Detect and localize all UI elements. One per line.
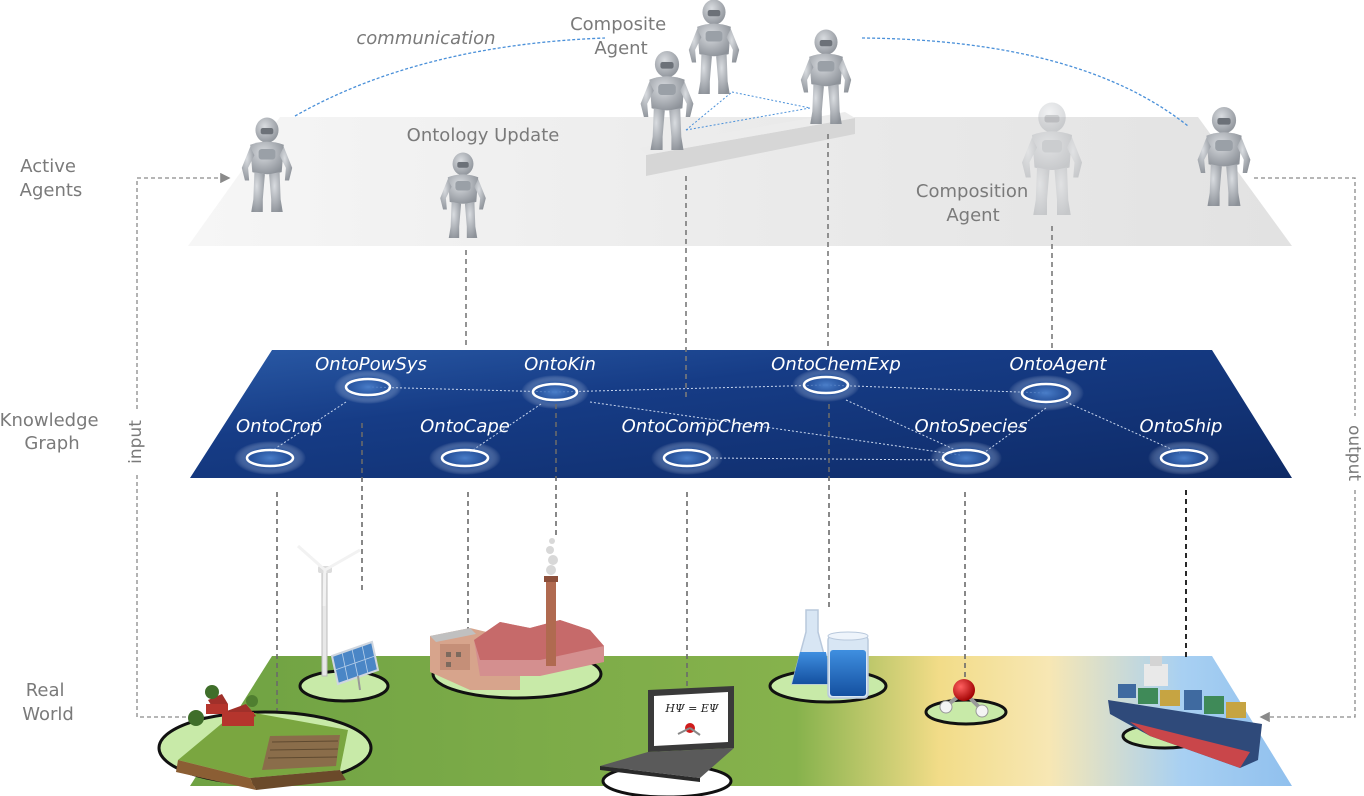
ontology-label-ontoagent: OntoAgent (1010, 354, 1108, 375)
factory-icon (430, 538, 604, 690)
robot-icon (688, 0, 740, 95)
cargo-ship-icon (1108, 656, 1262, 768)
input-label: input (126, 420, 146, 464)
ontology-label-ontocrop: OntoCrop (236, 416, 322, 437)
layer-label-line: Active (20, 156, 76, 177)
agent-kg-connectors (465, 134, 1053, 400)
schrodinger-equation: HΨ = EΨ (664, 702, 718, 715)
ontology-label-ontocape: OntoCape (420, 416, 510, 437)
ontology-label-ontospecies: OntoSpecies (915, 416, 1028, 437)
ontology-label-ontoship: OntoShip (1140, 416, 1223, 437)
ontology-node[interactable] (1008, 375, 1084, 411)
ontology-node[interactable] (651, 441, 723, 475)
kg-world-connectors (276, 404, 966, 730)
ontology-node[interactable] (1148, 441, 1220, 475)
ontology-node[interactable] (521, 375, 589, 409)
ontology-label-ontocompchem: OntoCompChem (622, 416, 771, 437)
layer-label-line: Knowledge (0, 410, 99, 431)
ontology-node[interactable] (234, 441, 306, 475)
active-agents-plane (188, 117, 1292, 246)
wind-turbine-icon (297, 544, 361, 677)
composite-agent-label: Composite Agent (570, 14, 672, 59)
ontology-label-ontokin: OntoKin (524, 354, 596, 375)
layer-label-line: World (22, 704, 74, 725)
ontology-label-ontochemexp: OntoChemExp (771, 354, 901, 375)
communication-label: communication (356, 28, 495, 49)
ontology-node[interactable] (334, 370, 402, 404)
molecule-icon (939, 679, 989, 718)
ontology-node[interactable] (930, 441, 1002, 475)
layer-label-line: Graph (24, 433, 79, 454)
composition-agent-label: Composition Agent (916, 181, 1034, 226)
output-flow-arrow (1254, 177, 1356, 723)
knowledge-graph-nodes (234, 368, 1220, 475)
farm-icon (176, 685, 348, 790)
robot-icon (800, 29, 852, 125)
ontology-label-ontopowsys: OntoPowSys (315, 354, 427, 375)
communication-link-left (294, 37, 606, 117)
ontology-node[interactable] (429, 441, 501, 475)
output-label: output (1344, 425, 1364, 481)
layer-label-line: Real (26, 680, 65, 701)
layer-label-knowledge-graph: Knowledge Graph (0, 410, 104, 454)
communication-link-right (861, 37, 1189, 127)
layer-label-line: Agents (20, 180, 83, 201)
composite-agent-platform (646, 118, 855, 176)
beaker-icon (791, 609, 869, 699)
ontology-update-label: Ontology Update (407, 125, 560, 146)
ontology-node[interactable] (792, 368, 860, 402)
laptop-icon: HΨ = EΨ (600, 686, 734, 782)
layer-label-real-world: Real World (22, 680, 74, 725)
solar-panel-icon (330, 640, 380, 691)
layer-label-active-agents: Active Agents (20, 156, 83, 201)
